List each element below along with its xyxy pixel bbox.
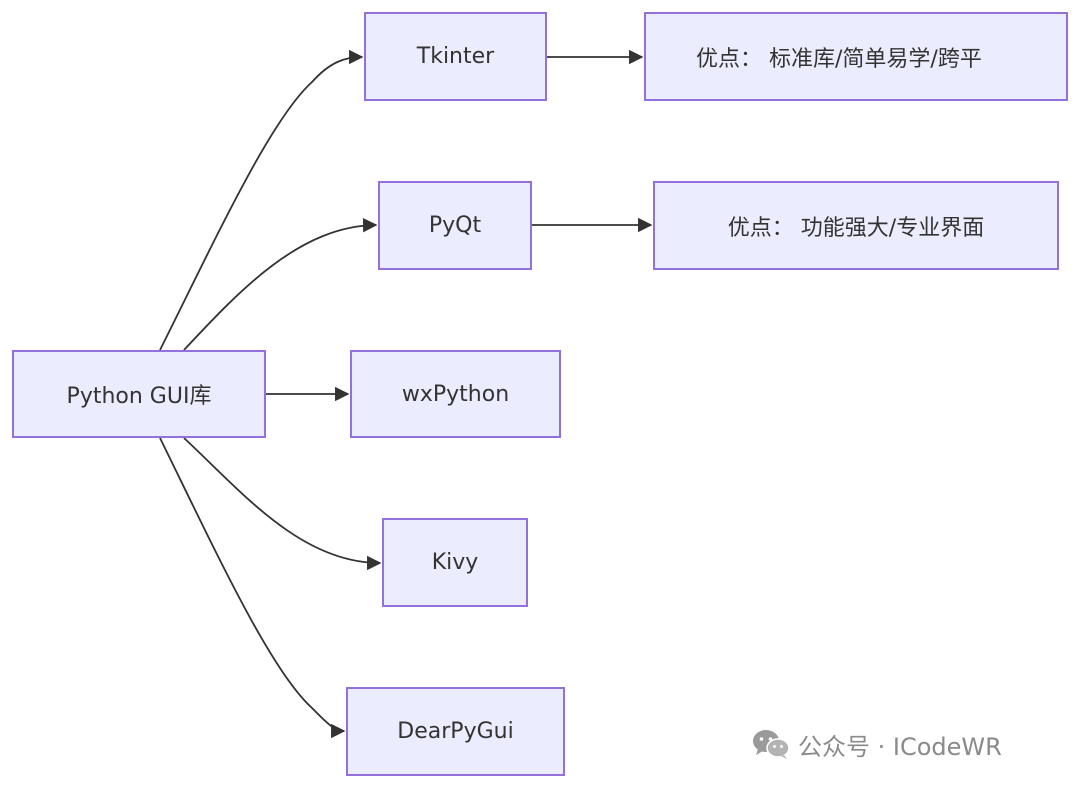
node-label: Kivy — [431, 550, 479, 575]
node-python-gui: Python GUI库 — [12, 350, 266, 438]
watermark: 公众号 · ICodeWR — [752, 724, 1002, 764]
wechat-icon — [753, 730, 790, 759]
node-pyqt: PyQt — [378, 181, 532, 270]
edge-root-pyqt — [183, 217, 378, 351]
edge-root-kivy — [183, 437, 382, 571]
node-dearpygui: DearPyGui — [346, 687, 565, 776]
node-label: 优点： 功能强大/专业界面 — [727, 215, 985, 241]
node-wxpython: wxPython — [350, 350, 561, 438]
watermark-text: 公众号 · ICodeWR — [798, 732, 1002, 761]
node-label: wxPython — [401, 381, 510, 407]
node-label: PyQt — [428, 213, 482, 238]
node-label: DearPyGui — [397, 719, 514, 744]
edge-root-dearpygui — [159, 437, 346, 739]
edge-root-tkinter — [159, 49, 364, 351]
node-tkinter: Tkinter — [364, 12, 547, 101]
node-label: Tkinter — [416, 44, 495, 69]
node-label: Python GUI库 — [66, 384, 212, 409]
node-tkinter-advantage: 优点： 标准库/简单易学/跨平 — [644, 12, 1068, 101]
node-label: 优点： 标准库/简单易学/跨平 — [696, 46, 982, 72]
node-pyqt-advantage: 优点： 功能强大/专业界面 — [653, 181, 1059, 270]
node-kivy: Kivy — [382, 518, 528, 607]
